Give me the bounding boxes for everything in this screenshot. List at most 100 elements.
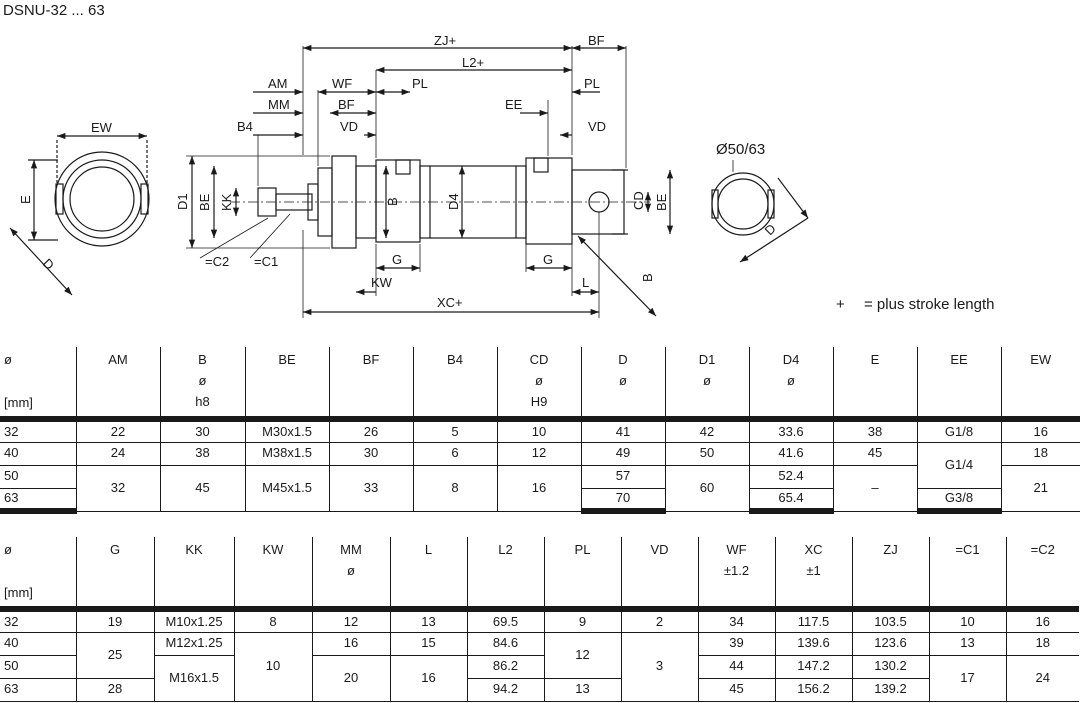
table-cell: 65.4: [748, 488, 833, 514]
dim-kk-label: KK: [219, 193, 234, 211]
header-cell: B4: [412, 347, 497, 422]
table-cell: 16: [1000, 419, 1080, 443]
dim-am-label: AM: [268, 76, 288, 91]
table-cell: 50: [0, 465, 76, 489]
header-cell: ø[mm]: [0, 347, 76, 422]
dim-vd-right-label: VD: [588, 119, 606, 134]
table-cell: 52.4: [748, 465, 833, 489]
table-cell: 19: [75, 609, 154, 633]
table-cell: M30x1.5: [244, 419, 329, 443]
table-cell: 34: [697, 609, 775, 633]
header-cell: =C1: [928, 537, 1006, 612]
table-cell: 17: [928, 655, 1006, 702]
table-cell: 13: [928, 632, 1006, 656]
dim-cd-label: CD: [631, 191, 646, 210]
table-cell: 139.2: [851, 678, 929, 702]
dim-vd-left-label: VD: [340, 119, 358, 134]
table-cell: 33: [328, 465, 413, 512]
table-cell: 38: [832, 419, 917, 443]
dim-d4-label: D4: [446, 193, 461, 210]
table-cell: 12: [496, 442, 581, 466]
table-cell: 18: [1000, 442, 1080, 466]
header-cell: BF: [328, 347, 413, 422]
header-cell: VD: [620, 537, 698, 612]
table-cell: –: [832, 465, 917, 512]
table-row: 63 28 94.2 13 45 156.2 139.2: [0, 678, 1079, 702]
table-cell: 44: [697, 655, 775, 679]
dim-pl-right-label: PL: [584, 76, 600, 91]
table-cell: 15: [389, 632, 467, 656]
table-cell: 60: [664, 465, 749, 512]
table-cell: 130.2: [851, 655, 929, 679]
cylinder-dimension-drawing: ZJ+ BF L2+ AM WF PL PL MM BF EE B4 VD VD…: [9, 33, 809, 318]
table-cell: 39: [697, 632, 775, 656]
dim-zj-label: ZJ+: [434, 33, 456, 48]
table-cell: 10: [233, 632, 312, 702]
table-cell: 18: [1005, 632, 1079, 656]
table-cell: 10: [496, 419, 581, 443]
dim-l-label: L: [582, 275, 589, 290]
table-cell: 156.2: [774, 678, 852, 702]
table-cell: 12: [543, 632, 621, 679]
stroke-note: += plus stroke length: [836, 296, 995, 313]
table-cell: 84.6: [466, 632, 544, 656]
table-cell: 139.6: [774, 632, 852, 656]
dim-d-right-label: D: [762, 221, 779, 238]
table-cell: 8: [412, 465, 497, 512]
header-cell: L2: [466, 537, 544, 612]
table-cell: 30: [159, 419, 245, 443]
table-cell: 38: [159, 442, 245, 466]
table-cell: 41: [580, 419, 665, 443]
table-cell: 10: [928, 609, 1006, 633]
table-cell: 69.5: [466, 609, 544, 633]
table-cell: M45x1.5: [244, 465, 329, 512]
table-cell: 30: [328, 442, 413, 466]
table-cell: 32: [0, 609, 76, 633]
table-cell: 22: [75, 419, 160, 443]
table-cell: 45: [697, 678, 775, 702]
table-cell: M16x1.5: [153, 655, 234, 702]
table-cell: 2: [620, 609, 698, 633]
dim-l2-label: L2+: [462, 55, 484, 70]
dim-g-left-label: G: [392, 252, 402, 267]
table-cell: G1/4: [916, 442, 1001, 489]
table-cell: 33.6: [748, 419, 833, 443]
spanner-size-1-label: =C1: [254, 254, 278, 269]
table-cell: 45: [832, 442, 917, 466]
table-cell: 16: [311, 632, 390, 656]
table-row: 40 24 38 M38x1.5 30 6 12 49 50 41.6 45 G…: [0, 442, 1080, 489]
dim-ew-label: EW: [91, 120, 113, 135]
header-cell: G: [75, 537, 154, 612]
dim-b-right-label: B: [640, 273, 655, 282]
table-cell: 49: [580, 442, 665, 466]
table-cell: 42: [664, 419, 749, 443]
table-cell: 41.6: [748, 442, 833, 466]
stroke-note-text: = plus stroke length: [864, 296, 995, 313]
table-cell: 103.5: [851, 609, 929, 633]
table-cell: 63: [0, 678, 76, 702]
table-cell: 20: [311, 655, 390, 702]
header-cell: PL: [543, 537, 621, 612]
header-cell: E: [832, 347, 917, 422]
table-cell: 117.5: [774, 609, 852, 633]
dim-bf-left-label: BF: [338, 97, 355, 112]
dim-b-mid-label: B: [385, 197, 400, 206]
table-cell: 16: [389, 655, 467, 702]
header-cell: ø[mm]: [0, 537, 76, 612]
dim-kw-label: KW: [371, 275, 393, 290]
table-cell: 16: [496, 465, 581, 512]
table-cell: 13: [543, 678, 621, 702]
dim-wf-label: WF: [332, 76, 352, 91]
table-cell: 32: [75, 465, 160, 512]
table-cell: 8: [233, 609, 312, 633]
table-cell: G3/8: [916, 488, 1001, 514]
header-cell: WF±1.2: [697, 537, 775, 612]
header-cell: L: [389, 537, 467, 612]
table-cell: 26: [328, 419, 413, 443]
